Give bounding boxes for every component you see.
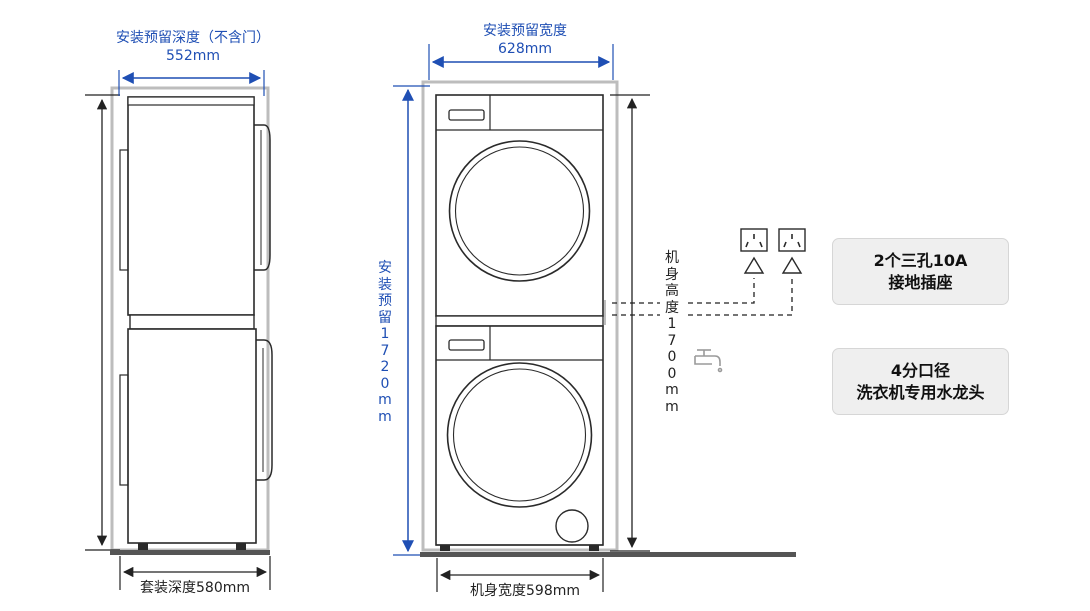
install-height-char: 2 xyxy=(380,359,390,376)
machine-height-char: m xyxy=(665,382,679,399)
front-install-frame xyxy=(421,80,619,552)
side-install-depth-title: 安装预留深度（不含门） xyxy=(116,30,270,46)
socket-wire-right xyxy=(688,278,793,316)
side-dryer-body xyxy=(127,96,255,316)
install-height-char: 安 xyxy=(378,260,392,276)
socket-icon xyxy=(740,228,768,252)
front-stack-kit xyxy=(435,315,604,327)
side-stack-kit xyxy=(129,314,255,330)
install-height-char: m xyxy=(378,408,392,425)
machine-height-char: 1 xyxy=(667,316,677,333)
install-height-char: 0 xyxy=(380,375,390,392)
machine-height-char: 0 xyxy=(667,349,677,366)
faucet-icon xyxy=(694,349,723,373)
side-view xyxy=(85,70,273,590)
install-height-char: 7 xyxy=(380,342,390,359)
side-dryer-door xyxy=(254,124,271,271)
machine-height-char: m xyxy=(665,398,679,415)
side-kit-depth-label: 套装深度580mm xyxy=(140,580,250,596)
socket-callout-line2: 接地插座 xyxy=(888,272,953,292)
front-dryer-body xyxy=(435,94,604,317)
dryer-door xyxy=(448,140,591,282)
socket-wire-left xyxy=(688,278,755,304)
machine-height-char: 身 xyxy=(665,266,679,283)
install-height-char: 预 xyxy=(378,293,392,310)
front-machine-width-label: 机身宽度598mm xyxy=(470,583,580,599)
dryer-detergent-drawer xyxy=(448,109,485,121)
socket-callout-line1: 2个三孔10A xyxy=(873,250,968,270)
washer-detergent-drawer xyxy=(448,339,485,351)
faucet-callout-line1: 4分口径 xyxy=(890,360,951,380)
install-height-char: 装 xyxy=(378,276,392,293)
machine-height-char: 机 xyxy=(665,250,679,266)
socket-callout: 2个三孔10A 接地插座 xyxy=(832,238,1009,305)
front-install-width-value: 628mm xyxy=(498,41,552,57)
machine-height-char: 0 xyxy=(667,365,677,382)
washer-door xyxy=(446,362,593,508)
arrow-up-icon xyxy=(743,256,765,274)
front-floor xyxy=(420,552,796,557)
arrow-up-icon xyxy=(781,256,803,274)
front-washer-body xyxy=(435,325,604,546)
faucet-callout: 4分口径 洗衣机专用水龙头 xyxy=(832,348,1009,415)
install-height-char: 留 xyxy=(378,309,392,326)
install-height-char: 1 xyxy=(380,326,390,343)
filter-cover xyxy=(555,509,589,543)
machine-height-char: 7 xyxy=(667,332,677,349)
socket-icon xyxy=(778,228,806,252)
side-install-depth-value: 552mm xyxy=(166,48,220,64)
machine-height-char: 高 xyxy=(665,283,679,300)
side-washer-body xyxy=(127,328,257,544)
side-floor xyxy=(110,550,270,555)
front-view xyxy=(393,44,796,592)
install-height-char: m xyxy=(378,392,392,409)
side-washer-door xyxy=(256,339,273,481)
machine-height-char: 度 xyxy=(665,299,679,316)
front-install-width-title: 安装预留宽度 xyxy=(483,23,567,39)
faucet-callout-line2: 洗衣机专用水龙头 xyxy=(856,382,985,402)
